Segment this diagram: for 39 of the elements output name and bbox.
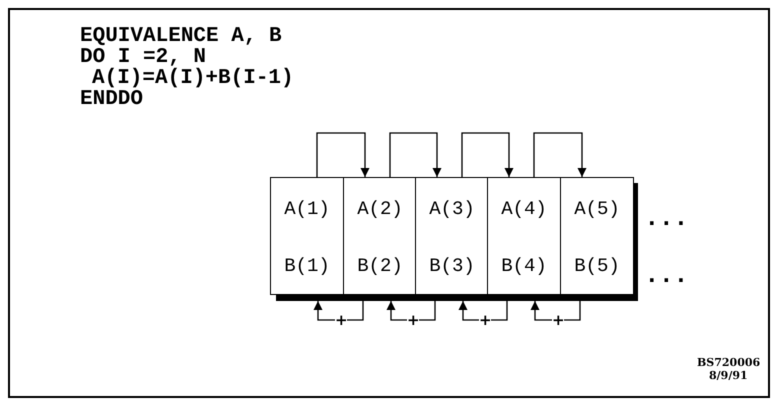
arrow <box>347 301 364 321</box>
plus-sign: + <box>479 313 491 327</box>
arrow <box>491 301 508 321</box>
code-line: ENDDO <box>80 89 144 110</box>
code-line: EQUIVALENCE A, B <box>80 26 282 47</box>
code-line: DO I =2, N <box>80 47 206 68</box>
arrow <box>461 132 514 177</box>
arrow <box>530 301 552 321</box>
array-element-label: B(4) <box>500 255 548 277</box>
array-element-label: A(5) <box>573 198 621 220</box>
arrow <box>458 301 479 321</box>
memory-cell <box>487 177 561 295</box>
array-element-label: A(1) <box>283 198 331 220</box>
memory-cell <box>270 177 344 295</box>
memory-cell <box>343 177 417 295</box>
arrow <box>533 132 586 177</box>
arrow <box>564 301 581 321</box>
array-element-label: A(4) <box>500 198 548 220</box>
date-label: 8/9/91 <box>709 369 748 382</box>
array-element-label: B(3) <box>428 255 476 277</box>
ellipsis: . . . <box>648 206 685 230</box>
ellipsis: . . . <box>648 263 685 287</box>
arrow <box>386 301 407 321</box>
plus-sign: + <box>552 313 564 327</box>
arrow <box>419 301 436 321</box>
arrow <box>314 301 335 321</box>
code-line: A(I)=A(I)+B(I-1) <box>92 68 294 89</box>
arrow <box>316 132 370 177</box>
array-element-label: A(2) <box>356 198 404 220</box>
array-element-label: B(5) <box>573 255 621 277</box>
plus-sign: + <box>335 313 347 327</box>
plus-sign: + <box>407 313 419 327</box>
memory-cell <box>560 177 634 295</box>
arrow <box>389 132 442 177</box>
figure-id: BS720006 <box>697 356 760 369</box>
array-element-label: B(2) <box>356 255 404 277</box>
memory-cell <box>415 177 489 295</box>
array-element-label: A(3) <box>428 198 476 220</box>
array-element-label: B(1) <box>283 255 331 277</box>
